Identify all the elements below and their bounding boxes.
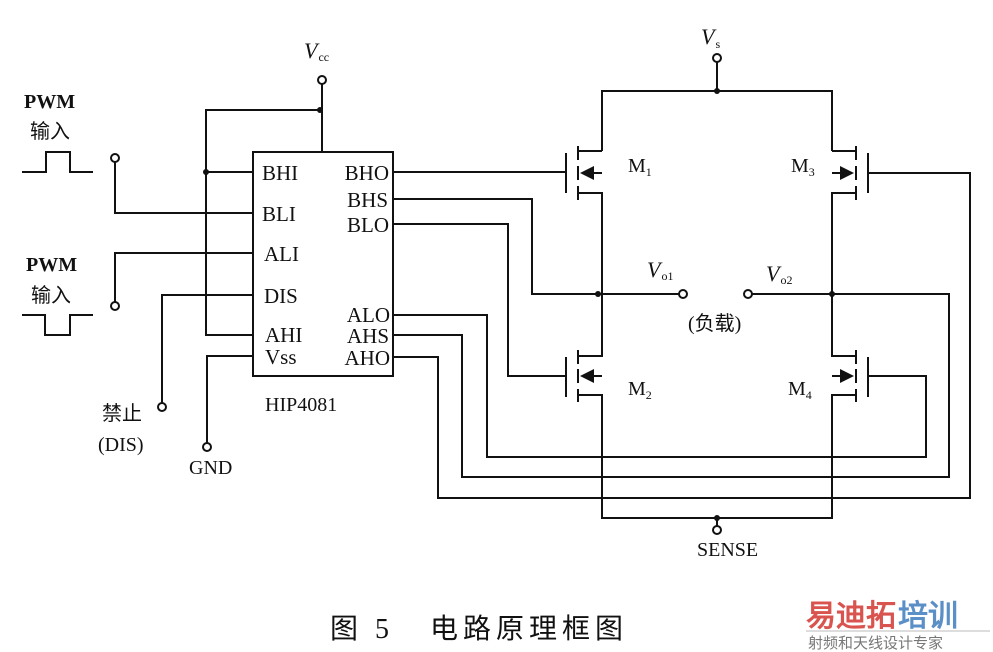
pin-ahs: AHS: [347, 324, 389, 348]
m4-label: M4: [788, 378, 812, 402]
pin-bhi: BHI: [262, 161, 298, 185]
vo1-label: Vo1: [647, 257, 673, 283]
pwm1-pulse-icon: [22, 151, 93, 173]
pin-dis: DIS: [264, 284, 298, 308]
pin-aho: AHO: [345, 346, 391, 370]
bridge-wiring: [393, 62, 971, 526]
pwm1-terminal: [110, 153, 120, 163]
vo1-terminal: [678, 289, 688, 299]
sense-terminal: [712, 525, 722, 535]
pwm1-input-label: 输入: [30, 120, 70, 143]
gnd-label: GND: [189, 457, 232, 479]
watermark-tagline: 射频和天线设计专家: [808, 634, 943, 652]
vcc-label: Vcc: [304, 38, 329, 64]
pin-ali: ALI: [264, 242, 299, 266]
vs-label: Vs: [701, 24, 720, 51]
chip-left-pins: BHI BLI ALI DIS AHI Vss: [262, 161, 302, 369]
gnd-terminal: [202, 442, 212, 452]
m2-label: M2: [628, 378, 652, 402]
m3-label: M3: [791, 155, 815, 179]
pin-ahi: AHI: [265, 323, 302, 347]
vo2-label: Vo2: [766, 261, 792, 287]
figure-caption: 图 5 电路原理框图: [330, 613, 628, 645]
mosfet-labels: M1 M2 M3 M4: [628, 155, 815, 402]
pin-vss: Vss: [265, 345, 297, 369]
pwm2-terminal: [110, 301, 120, 311]
pin-bli: BLI: [262, 202, 296, 226]
pin-alo: ALO: [347, 303, 390, 327]
load-label: (负载): [688, 312, 741, 335]
pin-bhs: BHS: [347, 188, 388, 212]
pin-bho: BHO: [345, 161, 389, 185]
watermark-logo: 易迪拓 培训 射频和天线设计专家: [806, 599, 990, 652]
left-wiring: [114, 84, 323, 443]
dis-terminal: [157, 402, 167, 412]
pwm2-label: PWM: [26, 254, 77, 276]
disable-dis-label: (DIS): [98, 434, 144, 456]
vcc-terminal: [317, 75, 327, 85]
m1-label: M1: [628, 155, 652, 179]
vs-terminal: [712, 53, 722, 63]
pwm2-pulse-icon: [22, 314, 93, 336]
pwm2-input-label: 输入: [31, 284, 71, 307]
chip-name: HIP4081: [265, 394, 337, 416]
vo2-terminal: [743, 289, 753, 299]
pwm1-label: PWM: [24, 91, 75, 113]
sense-label: SENSE: [697, 539, 758, 561]
disable-label: 禁止: [102, 402, 142, 425]
chip-right-pins: BHO BHS BLO ALO AHS AHO: [345, 161, 391, 370]
watermark-brand-blue: 培训: [898, 599, 958, 634]
pin-blo: BLO: [347, 213, 389, 237]
watermark-brand-red: 易迪拓: [806, 599, 896, 634]
